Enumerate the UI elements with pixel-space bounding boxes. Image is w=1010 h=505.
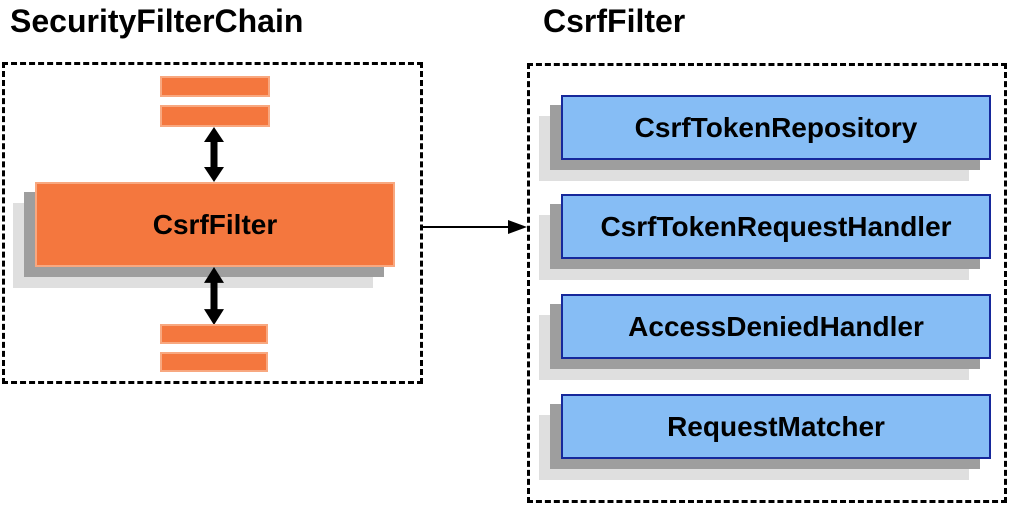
component-node-csrf-token-repository: CsrfTokenRepository [561,95,991,160]
filter-placeholder-bar [160,324,268,344]
filter-placeholder-bar [160,76,270,97]
component-node-access-denied-handler: AccessDeniedHandler [561,294,991,359]
csrf-filter-container [527,63,1007,503]
csrf-filter-node-label: CsrfFilter [152,208,278,240]
component-node-label: RequestMatcher [667,410,885,442]
security-filter-chain-container [2,62,423,384]
bidirectional-arrow-icon [201,267,227,325]
flow-arrow-icon [423,218,527,236]
filter-placeholder-bar [160,105,270,127]
filter-placeholder-bar [160,352,268,372]
component-node-request-matcher: RequestMatcher [561,394,991,459]
csrf-filter-title: CsrfFilter [543,3,686,39]
component-node-label: CsrfTokenRepository [634,111,918,143]
component-node-label: AccessDeniedHandler [628,310,924,342]
security-filter-chain-title: SecurityFilterChain [10,3,304,39]
component-node-csrf-token-request-handler: CsrfTokenRequestHandler [561,194,991,259]
csrf-filter-node: CsrfFilter [35,182,395,267]
bidirectional-arrow-icon [201,127,227,182]
component-node-label: CsrfTokenRequestHandler [600,210,952,242]
